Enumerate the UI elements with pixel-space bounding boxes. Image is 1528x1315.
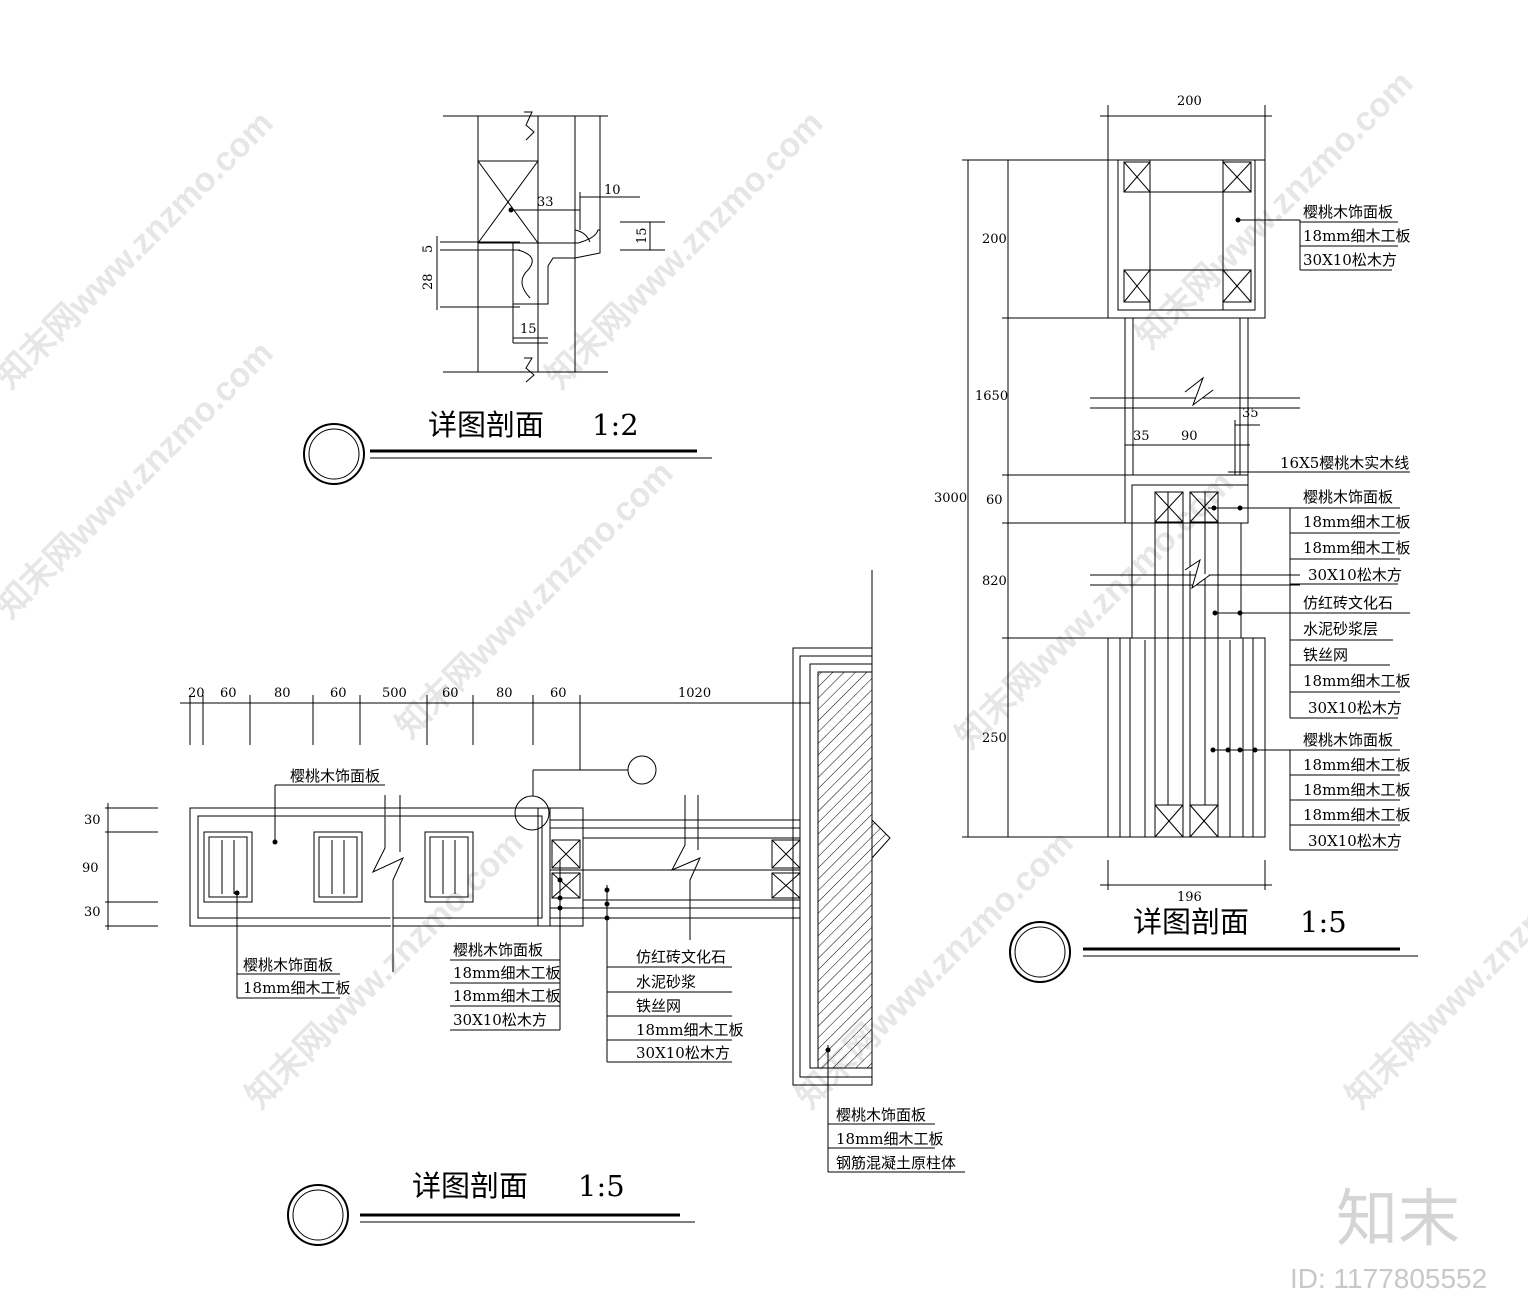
brand-logo: 知末 ID: 1177805552 (1290, 1185, 1487, 1294)
window-left (203, 831, 253, 903)
brand-name: 知末 (1336, 1185, 1460, 1254)
dim-3000: 3000 (934, 491, 967, 506)
brand-id: ID: 1177805552 (1290, 1263, 1487, 1294)
label-right-2: 铁丝网 (636, 997, 681, 1015)
window-right (424, 831, 474, 903)
dim-15-vertical: 15 (635, 227, 650, 244)
watermark-text: 知末网www.znzmo.com (389, 454, 681, 746)
dim-35-left: 35 (1133, 429, 1150, 444)
label-c-mid-2: 18mm细木工板 (1303, 513, 1411, 531)
detail-c: 200 200 1650 3000 60 820 250 (934, 94, 1418, 983)
dim-60: 60 (550, 686, 567, 701)
watermark-layer: 知末网www.znzmo.com 知末网www.znzmo.com 知末网www… (0, 64, 1528, 1116)
detail-a-scale: 1:2 (592, 408, 639, 442)
label-c-bottom-1: 18mm细木工板 (1303, 756, 1411, 774)
detail-a: 33 10 15 5 28 15 详图剖面 1:2 (303, 111, 712, 485)
label-right-3: 18mm细木工板 (636, 1021, 744, 1039)
dim-60: 60 (330, 686, 347, 701)
label-mid-3: 30X10松木方 (453, 1011, 547, 1029)
detail-b-title: 详图剖面 (412, 1169, 528, 1203)
label-mid-2: 18mm细木工板 (453, 987, 561, 1005)
label-mid-1: 18mm细木工板 (453, 964, 561, 982)
dim-200: 200 (982, 232, 1007, 247)
label-right-4: 30X10松木方 (636, 1044, 730, 1062)
dim-200-top: 200 (1177, 94, 1202, 109)
dim-90: 90 (1181, 429, 1198, 444)
label-bottom-1: 18mm细木工板 (836, 1130, 944, 1148)
detail-b: 20 60 80 60 500 60 80 60 1020 30 90 30 (82, 570, 965, 1246)
dim-30: 30 (84, 905, 101, 920)
dim-5: 5 (421, 245, 436, 253)
detail-c-scale: 1:5 (1300, 905, 1347, 939)
dim-10: 10 (604, 183, 621, 198)
detail-a-title: 详图剖面 (428, 408, 544, 442)
label-c-top-1: 18mm细木工板 (1303, 227, 1411, 245)
window-mid (313, 831, 363, 903)
dim-60: 60 (986, 493, 1003, 508)
dim-60: 60 (220, 686, 237, 701)
label-bottom-0: 樱桃木饰面板 (836, 1106, 926, 1124)
label-c-bottom-3: 18mm细木工板 (1303, 806, 1411, 824)
dim-250: 250 (982, 731, 1007, 746)
watermark-text: 知末网www.znzmo.com (0, 334, 281, 626)
label-c-bottom-4: 30X10松木方 (1308, 832, 1402, 850)
label-cherry-veneer-top: 樱桃木饰面板 (290, 767, 380, 785)
label-c-mid-7: 铁丝网 (1303, 646, 1348, 664)
label-mid-0: 樱桃木饰面板 (453, 941, 543, 959)
dim-35-right: 35 (1242, 406, 1259, 421)
dim-80: 80 (274, 686, 291, 701)
label-c-mid-6: 水泥砂浆层 (1303, 620, 1378, 638)
label-c-mid-4: 30X10松木方 (1308, 566, 1402, 584)
dim-15-bottom: 15 (520, 322, 537, 337)
label-c-mid-5: 仿红砖文化石 (1303, 594, 1393, 612)
label-c-mid-9: 30X10松木方 (1308, 699, 1402, 717)
dim-1650: 1650 (975, 389, 1008, 404)
dim-33: 33 (537, 195, 554, 210)
label-left-1: 18mm细木工板 (243, 979, 351, 997)
label-c-top-2: 30X10松木方 (1303, 251, 1397, 269)
label-c-mid-3: 18mm细木工板 (1303, 539, 1411, 557)
dim-1020: 1020 (678, 686, 711, 701)
label-right-1: 水泥砂浆 (636, 973, 696, 991)
label-c-top-0: 樱桃木饰面板 (1303, 203, 1393, 221)
label-c-mid-0: 16X5樱桃木实木线 (1280, 454, 1409, 472)
label-right-0: 仿红砖文化石 (636, 948, 726, 966)
watermark-text: 知末网www.znzmo.com (539, 104, 831, 396)
dim-60: 60 (442, 686, 459, 701)
dim-196: 196 (1177, 890, 1202, 905)
watermark-text: 知末网www.znzmo.com (1339, 824, 1528, 1116)
label-c-mid-1: 樱桃木饰面板 (1303, 488, 1393, 506)
dim-80: 80 (496, 686, 513, 701)
label-c-bottom-0: 樱桃木饰面板 (1303, 731, 1393, 749)
label-bottom-2: 钢筋混凝土原柱体 (836, 1154, 956, 1172)
dim-90: 90 (82, 861, 99, 876)
dim-500: 500 (382, 686, 407, 701)
dim-30: 30 (84, 813, 101, 828)
dim-820: 820 (982, 574, 1007, 589)
label-c-mid-8: 18mm细木工板 (1303, 672, 1411, 690)
detail-b-scale: 1:5 (578, 1169, 625, 1203)
detail-c-title: 详图剖面 (1133, 905, 1249, 939)
dim-28: 28 (421, 273, 436, 290)
label-c-bottom-2: 18mm细木工板 (1303, 781, 1411, 799)
top-dim-ticks (189, 695, 801, 770)
label-left-0: 樱桃木饰面板 (243, 956, 333, 974)
dim-20: 20 (188, 686, 205, 701)
